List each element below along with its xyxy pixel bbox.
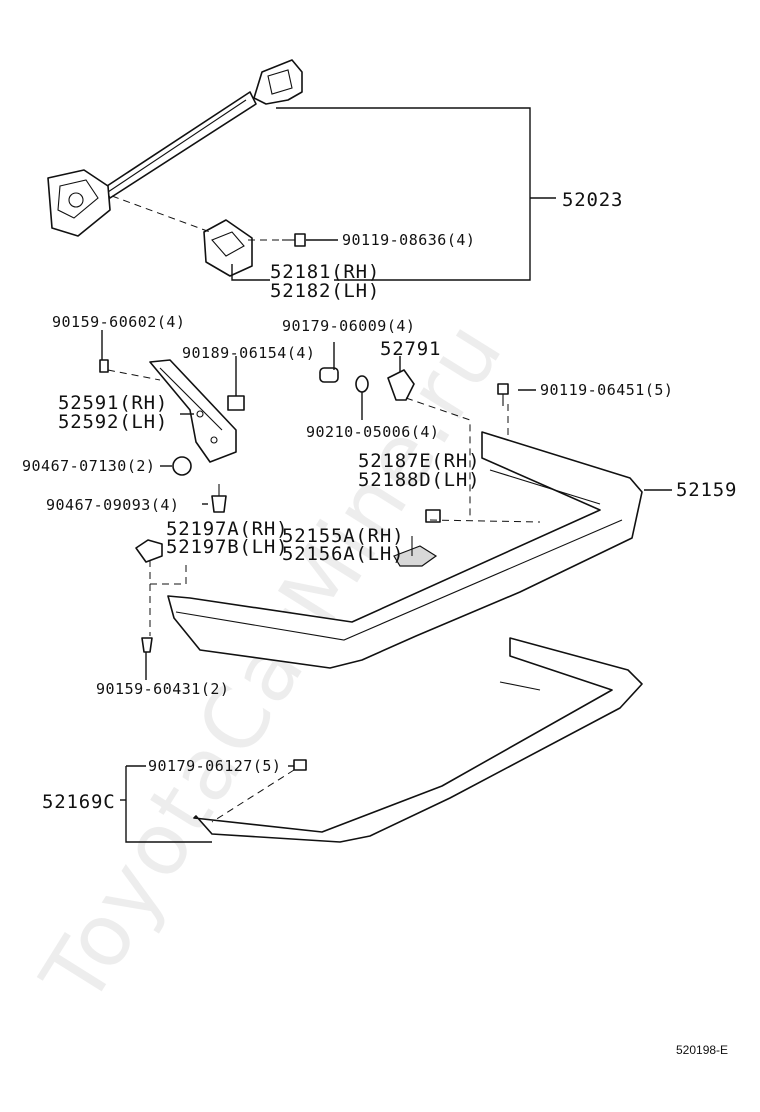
grommet-icon xyxy=(319,367,339,383)
part-label-90179-06127: 90179-06127(5) xyxy=(148,757,281,775)
part-label-52155A: 52155A(RH) xyxy=(282,525,404,547)
part-label-52169C: 52169C xyxy=(42,791,115,813)
washer-icon xyxy=(355,375,369,393)
part-label-90159-60602: 90159-60602(4) xyxy=(52,313,185,331)
plug-icon xyxy=(387,369,415,401)
part-label-52188D: 52188D(LH) xyxy=(358,469,480,491)
part-label-90467-07130: 90467-07130(2) xyxy=(22,457,155,475)
part-label-52197B: 52197B(LH) xyxy=(166,536,288,558)
nut-icon xyxy=(172,456,192,476)
bumper-reinforcement xyxy=(47,59,303,237)
part-label-90467-09093: 90467-09093(4) xyxy=(46,496,179,514)
part-label-52791: 52791 xyxy=(380,338,441,360)
push-clip-icon xyxy=(211,484,227,513)
part-label-90189-06154: 90189-06154(4) xyxy=(182,344,315,362)
bolt-icon xyxy=(282,233,306,247)
part-label-52591: 52591(RH) xyxy=(58,392,168,414)
clip-icon xyxy=(293,759,307,771)
part-label-90179-06009: 90179-06009(4) xyxy=(282,317,415,335)
part-label-52197A: 52197A(RH) xyxy=(166,518,288,540)
part-label-90159-60431: 90159-60431(2) xyxy=(96,680,229,698)
lower-spoiler xyxy=(193,637,643,843)
part-label-90119-08636: 90119-08636(4) xyxy=(342,231,475,249)
part-label-52023: 52023 xyxy=(562,189,623,211)
part-label-52592: 52592(LH) xyxy=(58,411,168,433)
bumper-bracket xyxy=(203,219,253,277)
part-label-90119-06451: 90119-06451(5) xyxy=(540,381,673,399)
part-label-52182: 52182(LH) xyxy=(270,280,380,302)
bracket-retainer-icon xyxy=(135,539,163,563)
part-label-52187E: 52187E(RH) xyxy=(358,450,480,472)
part-label-52159: 52159 xyxy=(676,479,737,501)
bumper-cover xyxy=(167,431,643,669)
clip-icon xyxy=(227,395,245,411)
screw-icon xyxy=(141,637,153,653)
clip-icon xyxy=(425,509,441,523)
part-label-52156A: 52156A(LH) xyxy=(282,543,404,565)
side-retainer xyxy=(149,359,237,463)
screw-icon xyxy=(99,359,109,373)
part-label-52181: 52181(RH) xyxy=(270,261,380,283)
part-label-90210-05006: 90210-05006(4) xyxy=(306,423,439,441)
diagram-code: 520198-E xyxy=(676,1043,729,1057)
bolt-icon xyxy=(497,383,509,406)
